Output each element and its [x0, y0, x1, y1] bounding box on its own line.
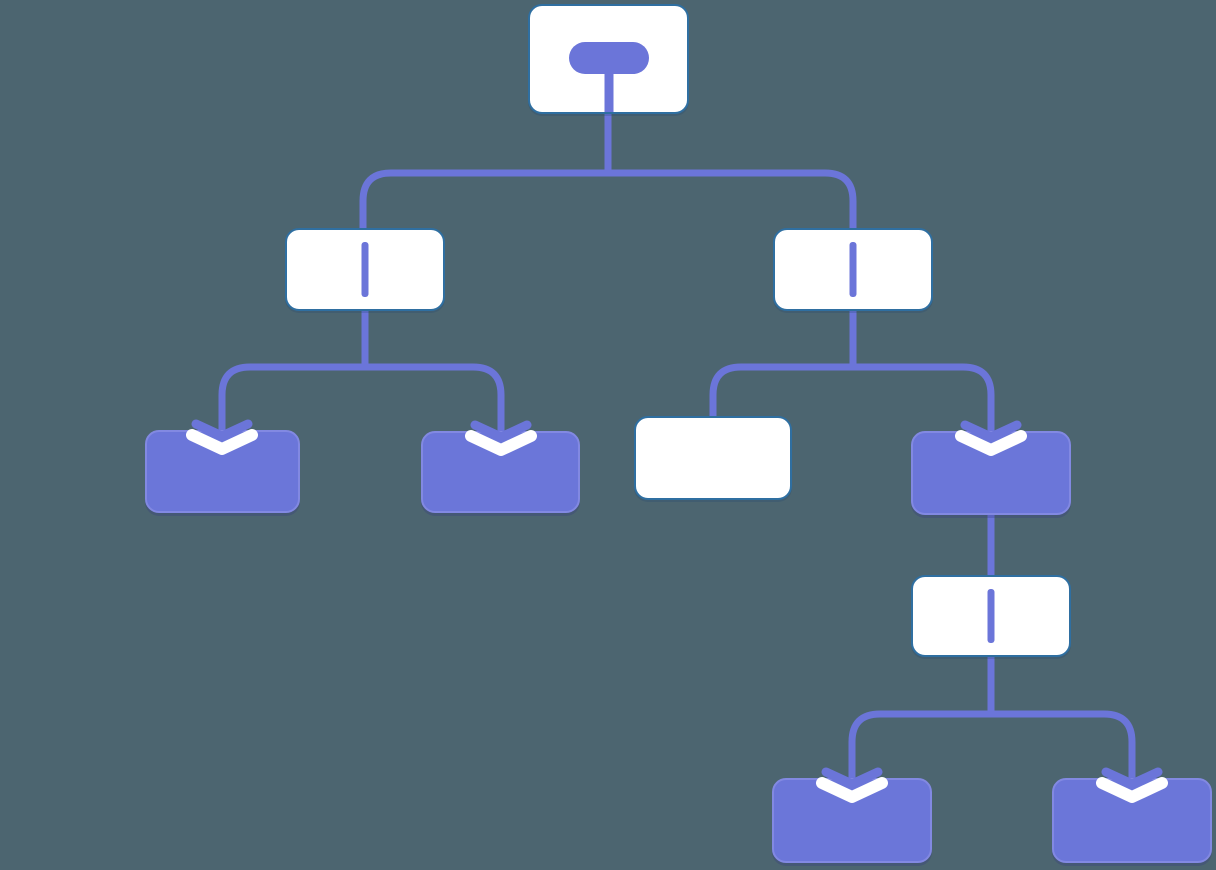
node-action-right[interactable] [911, 431, 1071, 515]
branch-divider-icon [361, 242, 369, 297]
branch-divider-icon [849, 242, 857, 297]
node-branch-right[interactable] [773, 228, 933, 311]
node-root[interactable] [528, 4, 689, 114]
branch-divider-icon [987, 589, 995, 643]
node-branch-mid[interactable] [911, 575, 1071, 657]
node-blank-right[interactable] [634, 416, 792, 500]
node-branch-left[interactable] [285, 228, 445, 311]
root-stem-icon [604, 70, 613, 112]
root-pill-icon [568, 42, 649, 74]
node-action-bottom-right[interactable] [1052, 778, 1212, 863]
node-action-left-2[interactable] [421, 431, 580, 513]
node-action-bottom-left[interactable] [772, 778, 932, 863]
node-action-left-1[interactable] [145, 430, 300, 513]
